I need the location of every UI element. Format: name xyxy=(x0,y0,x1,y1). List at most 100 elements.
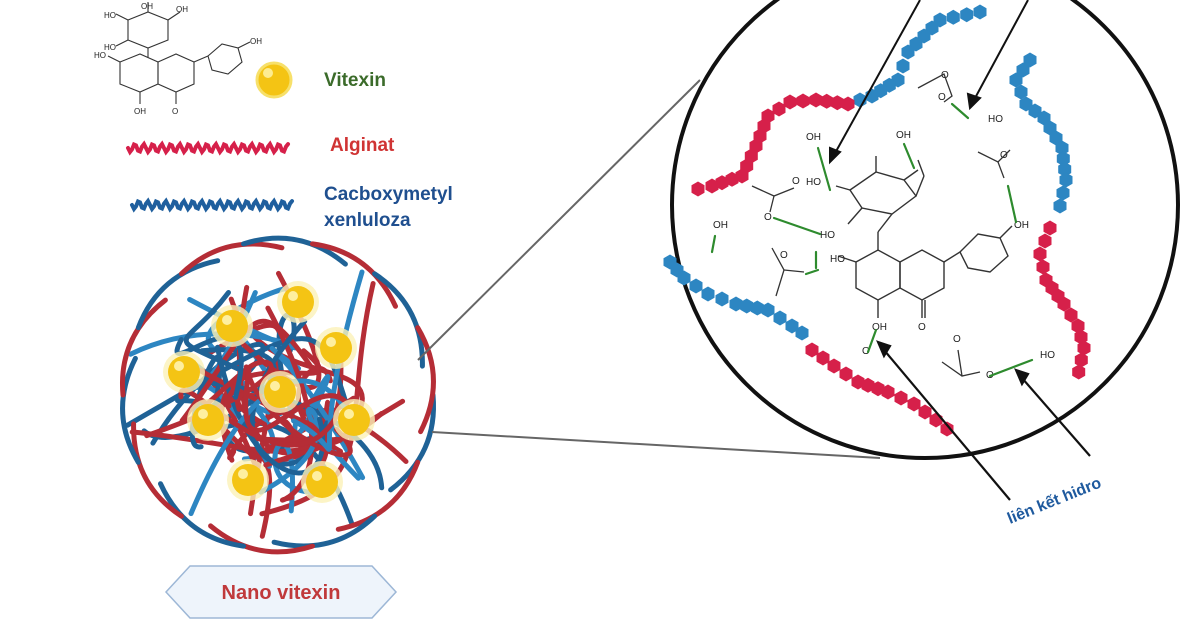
monomer-hexagon xyxy=(715,175,729,191)
zoom-line-top xyxy=(417,79,701,361)
monomer-hexagon xyxy=(705,178,719,194)
svg-text:O: O xyxy=(862,346,870,357)
polymer-strand xyxy=(241,235,348,267)
monomer-hexagon xyxy=(816,350,830,366)
polymer-strand xyxy=(259,281,376,517)
monomer-hexagon xyxy=(1036,259,1050,275)
polymer-strand xyxy=(415,325,436,435)
nano-vitexin-caption-box: Nano vitexin xyxy=(164,565,398,619)
hydrogen-bond-label: liên kết hidro xyxy=(1005,475,1104,528)
monomer-hexagon xyxy=(1064,307,1078,323)
polymer-strand xyxy=(174,335,244,400)
monomer-hexagon xyxy=(841,96,855,112)
monomer-hexagon xyxy=(1038,233,1052,249)
carboxyl-groups xyxy=(751,73,1011,377)
svg-text:HO: HO xyxy=(830,254,845,265)
svg-text:HO: HO xyxy=(94,51,106,60)
monomer-hexagon xyxy=(729,296,743,312)
polymer-strand xyxy=(243,364,353,458)
monomer-hexagon xyxy=(677,270,691,286)
vitexin-ball xyxy=(227,459,269,501)
monomer-hexagon xyxy=(1033,246,1047,262)
vitexin-ball xyxy=(301,461,343,503)
monomer-hexagon xyxy=(1058,161,1072,177)
monomer-hexagon xyxy=(725,171,739,187)
monomer-hexagon xyxy=(839,366,853,382)
caption-text: Nano vitexin xyxy=(222,582,341,604)
vitexin-structure-small-icon xyxy=(107,2,251,104)
monomer-hexagon xyxy=(1043,120,1057,136)
svg-text:OH: OH xyxy=(896,130,911,141)
monomer-hexagon xyxy=(960,7,974,23)
monomer-hexagon xyxy=(1055,140,1069,156)
monomer-hexagon xyxy=(1056,185,1070,201)
polymer-strand xyxy=(208,523,315,555)
monomer-hexagon xyxy=(809,92,823,108)
polymer-strand xyxy=(178,241,285,277)
monomer-hexagon xyxy=(735,168,749,184)
svg-text:HO: HO xyxy=(988,114,1003,125)
monomer-hexagon xyxy=(761,302,775,318)
polymer-strand xyxy=(253,436,343,468)
monomer-hexagon xyxy=(1043,220,1057,236)
monomer-hexagon xyxy=(820,93,834,109)
vitexin-structure-labels: HO OH OH HO HO OH OH O xyxy=(94,2,262,116)
monomer-hexagon xyxy=(796,93,810,109)
monomer-hexagon xyxy=(785,318,799,334)
monomer-hexagon xyxy=(851,374,865,390)
polymer-strand xyxy=(131,421,184,519)
monomer-hexagon xyxy=(881,384,895,400)
arrow-icon xyxy=(829,0,1029,165)
polymer-strand xyxy=(271,513,378,549)
vitexin-ball xyxy=(187,399,229,441)
monomer-hexagon xyxy=(750,300,764,316)
monomer-hexagon xyxy=(795,325,809,341)
monomer-hexagon xyxy=(1014,84,1028,100)
svg-text:O: O xyxy=(953,334,961,345)
hydrogen-bonds xyxy=(710,102,1034,378)
svg-text:O: O xyxy=(792,176,800,187)
monomer-hexagon xyxy=(940,421,954,437)
monomer-hexagon xyxy=(871,381,885,397)
svg-text:OH: OH xyxy=(250,37,262,46)
monomer-hexagon xyxy=(1016,62,1030,78)
cmc-chain-icon xyxy=(130,197,294,213)
svg-text:O: O xyxy=(780,250,788,261)
monomer-hexagon xyxy=(830,95,844,111)
monomer-hexagon xyxy=(701,286,715,302)
svg-text:HO: HO xyxy=(1040,350,1055,361)
zoom-line-bottom xyxy=(431,431,881,459)
svg-text:O: O xyxy=(764,212,772,223)
alginate-chain-icon xyxy=(126,140,290,156)
svg-text:OH: OH xyxy=(134,107,146,116)
vitexin-ball xyxy=(211,305,253,347)
svg-text:HO: HO xyxy=(104,11,116,20)
polymer-strand xyxy=(158,481,246,549)
monomer-hexagon xyxy=(772,101,786,117)
svg-text:OH: OH xyxy=(176,5,188,14)
polymer-strand xyxy=(129,341,344,454)
polymer-strand xyxy=(335,459,421,532)
monomer-hexagon xyxy=(1023,52,1037,68)
monomer-hexagon xyxy=(1053,198,1067,214)
monomer-hexagon xyxy=(907,396,921,412)
monomer-hexagon xyxy=(783,94,797,110)
monomer-hexagon xyxy=(691,181,705,197)
monomer-hexagon xyxy=(918,404,932,420)
vitexin-ball xyxy=(277,281,319,323)
vitexin-ball xyxy=(163,351,205,393)
monomer-hexagon xyxy=(946,9,960,25)
monomer-hexagon xyxy=(827,358,841,374)
svg-text:OH: OH xyxy=(1014,220,1029,231)
monomer-hexagon xyxy=(1059,172,1073,188)
svg-text:O: O xyxy=(918,322,926,333)
monomer-hexagon xyxy=(1037,110,1051,126)
vitexin-structure-large-icon xyxy=(835,156,1013,318)
monomer-hexagon xyxy=(973,4,987,20)
polymer-strand xyxy=(120,355,141,465)
monomer-hexagon xyxy=(894,390,908,406)
polymer-strand xyxy=(183,290,241,372)
vitexin-ball xyxy=(259,371,301,413)
polymer-strand xyxy=(272,441,326,514)
